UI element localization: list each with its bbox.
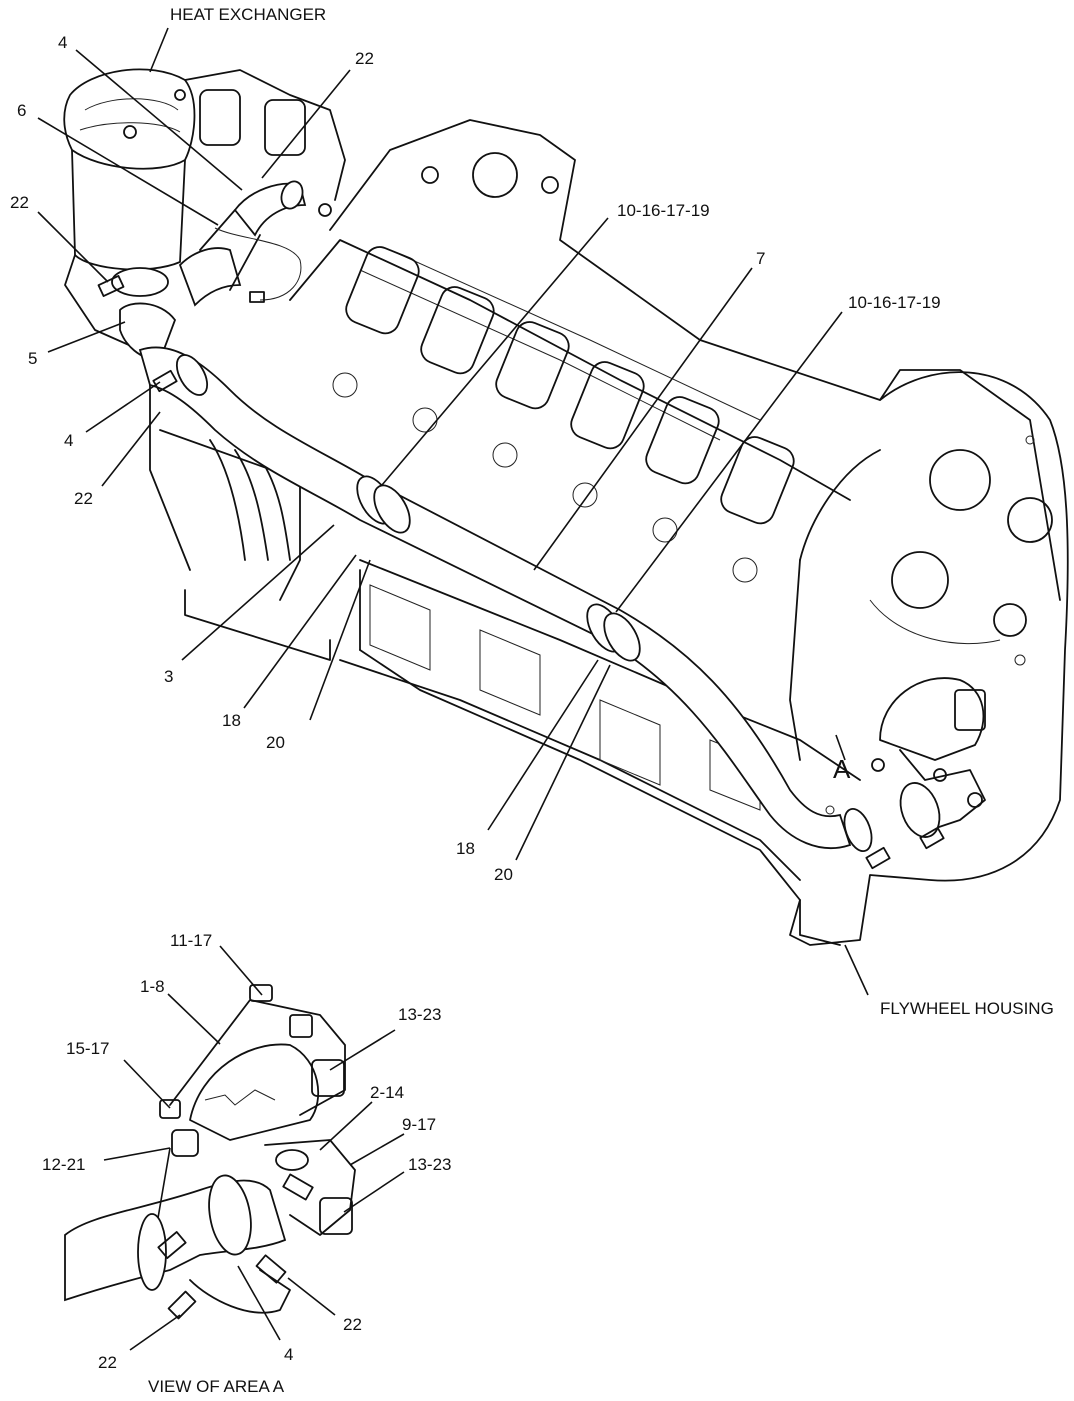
callout-label: 6 [17, 101, 26, 120]
heat-exchanger-label: HEAT EXCHANGER [170, 5, 326, 24]
area-a-marker: A [833, 754, 851, 784]
detail-view-area-a [64, 984, 356, 1320]
diagram-labels: HEAT EXCHANGER FLYWHEEL HOUSING VIEW OF … [10, 5, 1054, 1396]
callout-label: 3 [164, 667, 173, 686]
callout-label: 12-21 [42, 1155, 85, 1174]
callout-label: 22 [74, 489, 93, 508]
callout-label: 5 [28, 349, 37, 368]
callout-label: 22 [10, 193, 29, 212]
callout-label: 4 [64, 431, 73, 450]
callout-label: 13-23 [408, 1155, 451, 1174]
callout-label: 15-17 [66, 1039, 109, 1058]
flywheel-housing-label: FLYWHEEL HOUSING [880, 999, 1054, 1018]
callout-label: 22 [355, 49, 374, 68]
engine-block-drawing [63, 68, 1069, 946]
callout-label: 22 [343, 1315, 362, 1334]
callout-label: 4 [284, 1345, 293, 1364]
callout-label: 22 [98, 1353, 117, 1372]
leader-lines [37, 27, 869, 1351]
callout-label: 11-17 [170, 931, 212, 950]
callout-label: 7 [756, 249, 765, 268]
view-of-area-a-label: VIEW OF AREA A [148, 1377, 285, 1396]
callout-label: 1-8 [140, 977, 165, 996]
callout-label: 13-23 [398, 1005, 441, 1024]
callout-label: 20 [266, 733, 285, 752]
callout-label: 10-16-17-19 [617, 201, 710, 220]
callout-label: 18 [456, 839, 475, 858]
callout-label: 9-17 [402, 1115, 436, 1134]
coolant-tube-assembly [97, 180, 945, 870]
callout-label: 10-16-17-19 [848, 293, 941, 312]
callout-label: 4 [58, 33, 67, 52]
callout-label: 20 [494, 865, 513, 884]
callout-label: 18 [222, 711, 241, 730]
callout-label: 2-14 [370, 1083, 404, 1102]
